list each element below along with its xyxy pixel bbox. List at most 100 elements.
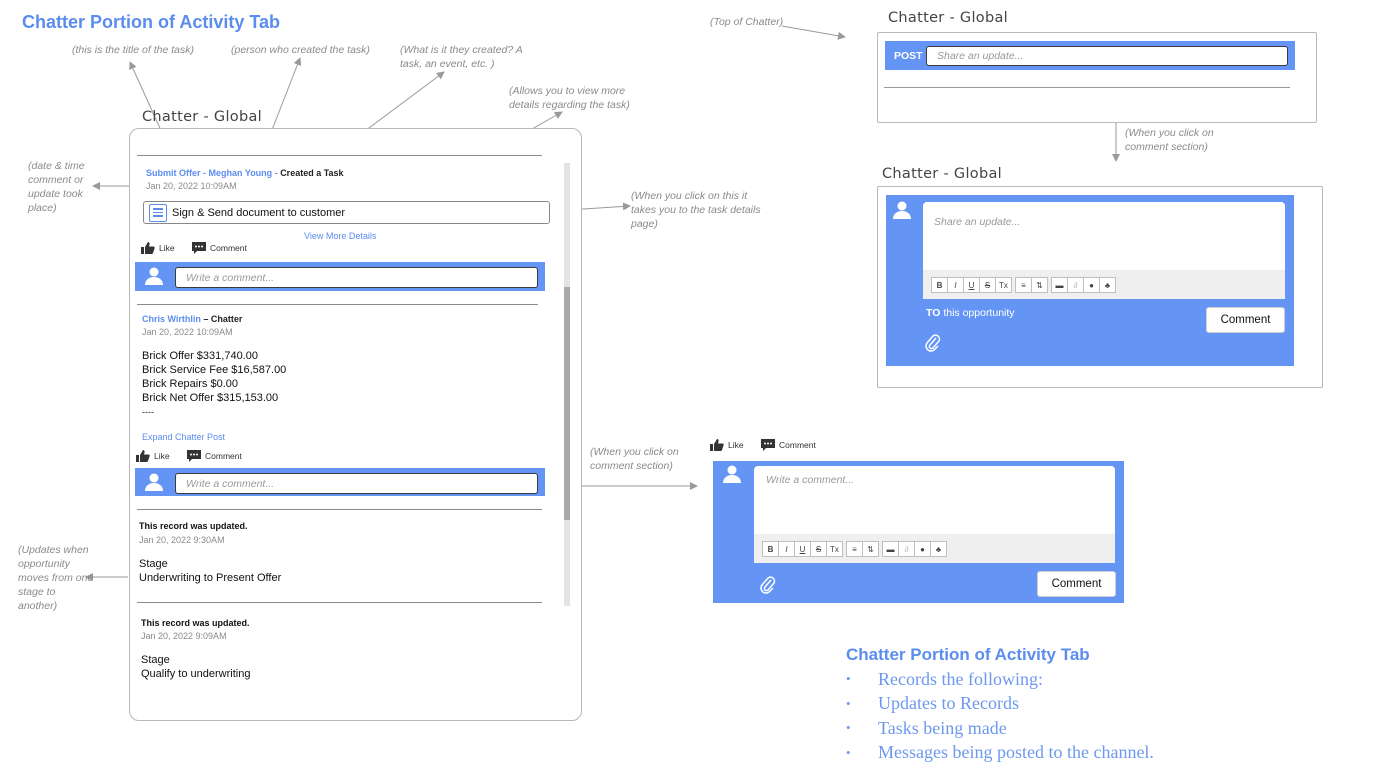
user-icon [893,201,911,219]
task-title-link[interactable]: Submit Offer [146,168,201,178]
share-update-input[interactable]: Share an update... [926,46,1288,66]
comment-input[interactable]: Write a comment... [175,267,538,288]
underline-button[interactable]: U [794,541,811,557]
user-icon [145,473,163,491]
comment-button[interactable]: Comment [187,450,242,462]
mention-icon[interactable]: ♣ [930,541,947,557]
expand-chatter-post-link[interactable]: Expand Chatter Post [142,432,226,442]
to-opportunity[interactable]: TO this opportunity [926,307,1015,319]
bold-button[interactable]: B [931,277,948,293]
comment-button[interactable]: Comment [761,439,816,451]
numbered-list-icon[interactable]: ⇅ [1031,277,1048,293]
clear-format-button[interactable]: Tx [995,277,1012,293]
italic-button[interactable]: I [778,541,795,557]
bullet-list-icon[interactable]: ≡ [1015,277,1032,293]
share-update-placeholder: Share an update... [934,216,1021,228]
like-button[interactable]: Like [141,242,175,254]
chatter-post-date: Jan 20, 2022 10:09AM [142,327,233,337]
strikethrough-button[interactable]: S [979,277,996,293]
italic-button[interactable]: I [947,277,964,293]
update-value: Qualify to underwriting [141,668,251,680]
summary-title: Chatter Portion of Activity Tab [846,645,1090,664]
feed-scroll-thumb[interactable] [564,287,570,520]
top-panel-title: Chatter - Global [888,10,1008,26]
comment-button[interactable]: Comment [192,242,247,254]
list-item: •Updates to Records [846,693,1019,714]
chatter-post-header: Chris Wirthlin – Chatter [142,314,243,324]
chatter-feed-panel [129,128,582,721]
bold-button[interactable]: B [762,541,779,557]
avatar [143,265,165,287]
divider [137,304,538,305]
paperclip-icon[interactable] [760,576,776,599]
task-card[interactable]: Sign & Send document to customer [143,201,550,224]
numbered-list-icon[interactable]: ⇅ [862,541,879,557]
comment-input[interactable]: Write a comment... [175,473,538,494]
thumbs-up-icon [136,450,150,462]
emoji-icon[interactable]: ● [914,541,931,557]
divider [884,87,1290,88]
page-title: Chatter Portion of Activity Tab [22,12,281,32]
feed-title: Chatter - Global [142,109,262,125]
expanded-panel-title: Chatter - Global [882,166,1002,182]
note-top-of-chatter: (Top of Chatter) [710,16,784,28]
emoji-icon[interactable]: ● [1083,277,1100,293]
note-what-created: (What is it they created? A task, an eve… [400,44,523,70]
comment-icon [187,450,201,462]
editor-toolbar: B I U S Tx ≡ ⇅ ▬ ∂ ● ♣ [762,541,947,557]
note-task-click: (When you click on this it takes you to … [631,190,761,230]
update-heading: This record was updated. [139,521,248,531]
image-icon[interactable]: ▬ [1051,277,1068,293]
avatar [891,199,913,221]
list-item: •Records the following: [846,668,1043,689]
chatter-post-body: Brick Offer $331,740.00 Brick Service Fe… [142,349,286,419]
view-more-details-link[interactable]: View More Details [304,231,377,241]
note-post-click: (When you click on comment section) [1125,127,1214,153]
link-icon[interactable]: ∂ [898,541,915,557]
thumbs-up-icon [141,242,155,254]
bullet-list-icon[interactable]: ≡ [846,541,863,557]
editor-toolbar: B I U S Tx ≡ ⇅ ▬ ∂ ● ♣ [931,277,1116,293]
avatar [143,471,165,493]
list-item: •Messages being posted to the channel. [846,742,1154,763]
like-button[interactable]: Like [710,439,744,451]
chatter-line: Brick Offer $331,740.00 [142,350,258,362]
note-view-more: (Allows you to view more details regardi… [509,85,630,111]
user-icon [145,267,163,285]
comment-placeholder: Write a comment... [766,474,855,486]
paperclip-icon[interactable] [925,334,941,357]
comment-submit-button[interactable]: Comment [1037,571,1116,597]
chatter-line: Brick Net Offer $315,153.00 [142,392,279,404]
note-date-time: (date & time comment or update took plac… [28,160,85,214]
task-creator-link[interactable]: Meghan Young [208,168,273,178]
post-label: POST [894,50,923,62]
update-date: Jan 20, 2022 9:30AM [139,535,225,545]
mention-icon[interactable]: ♣ [1099,277,1116,293]
task-date: Jan 20, 2022 10:09AM [146,181,237,191]
update-field: Stage [139,558,168,570]
image-icon[interactable]: ▬ [882,541,899,557]
avatar [721,463,743,485]
task-action: Created a Task [280,168,344,178]
task-name: Sign & Send document to customer [172,206,346,219]
chatter-line: Brick Repairs $0.00 [142,378,238,390]
comment-icon [761,439,775,451]
note-task-title: (this is the title of the task) [72,44,194,56]
update-heading: This record was updated. [141,618,250,628]
like-button[interactable]: Like [136,450,170,462]
strikethrough-button[interactable]: S [810,541,827,557]
comment-icon [192,242,206,254]
underline-button[interactable]: U [963,277,980,293]
note-task-creator: (person who created the task) [231,44,370,56]
link-icon[interactable]: ∂ [1067,277,1084,293]
author-link[interactable]: Chris Wirthlin [142,314,201,324]
summary-list: •Records the following: •Updates to Reco… [846,667,1154,765]
user-icon [723,465,741,483]
divider [137,155,542,156]
comment-submit-button[interactable]: Comment [1206,307,1285,333]
task-post-header: Submit Offer - Meghan Young - Created a … [146,168,344,178]
clear-format-button[interactable]: Tx [826,541,843,557]
update-value: Underwriting to Present Offer [139,572,282,584]
task-icon [149,203,167,222]
list-item: •Tasks being made [846,717,1007,738]
